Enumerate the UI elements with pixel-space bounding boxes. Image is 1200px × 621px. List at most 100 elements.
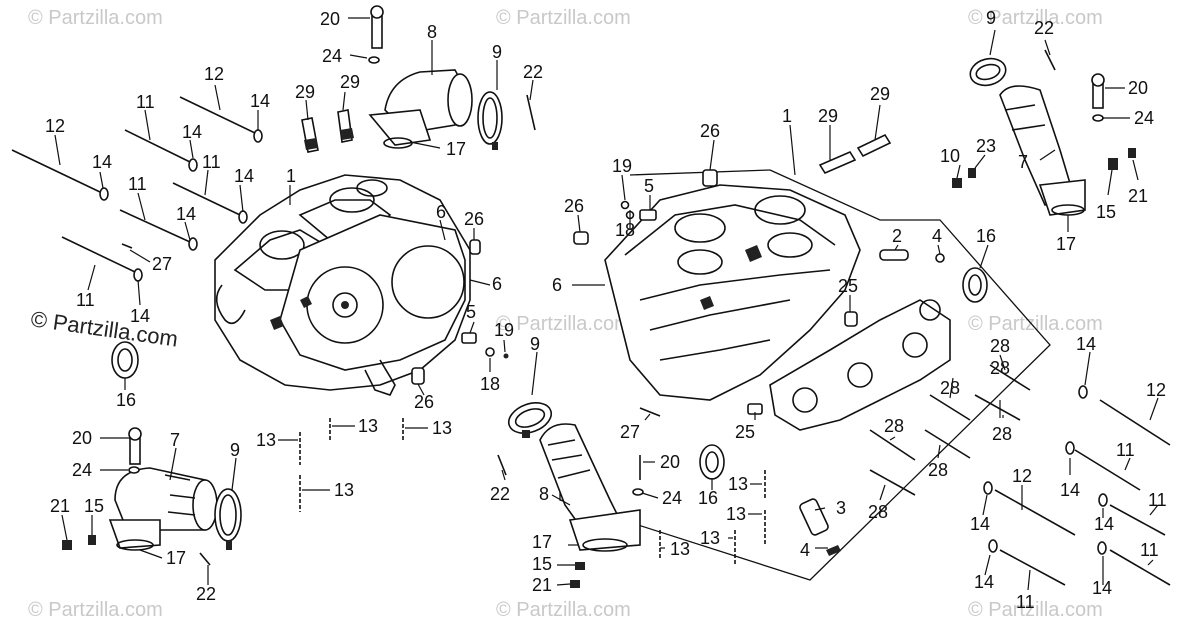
callout-28: 28 (940, 378, 960, 398)
watermark: © Partzilla.com (496, 599, 631, 621)
callout-labels: 20 24 8 9 22 29 29 17 12 14 11 14 12 11 … (45, 8, 1167, 612)
callout-22: 22 (490, 484, 510, 504)
callout-22: 22 (1034, 18, 1054, 38)
watermark: © Partzilla.com (968, 599, 1103, 621)
clamp-center (507, 402, 553, 438)
callout-20: 20 (1128, 78, 1148, 98)
watermark: © Partzilla.com (968, 313, 1103, 335)
callout-12: 12 (45, 116, 65, 136)
callout-24: 24 (72, 460, 92, 480)
callout-29: 29 (818, 106, 838, 126)
callout-25: 25 (838, 276, 858, 296)
right-cylinder-head (604, 184, 951, 431)
callout-11: 11 (1140, 540, 1159, 560)
studs (299, 418, 766, 565)
callout-14: 14 (1094, 514, 1114, 534)
callout-1: 1 (782, 106, 792, 126)
elbow-right (999, 85, 1086, 216)
callout-17: 17 (1056, 234, 1076, 254)
callout-29: 29 (870, 84, 890, 104)
callout-20: 20 (320, 9, 340, 29)
callout-13: 13 (334, 480, 354, 500)
callout-9: 9 (530, 334, 540, 354)
callout-13: 13 (432, 418, 452, 438)
callout-21: 21 (532, 575, 552, 595)
elbow-center (539, 423, 641, 552)
callout-27: 27 (620, 422, 640, 442)
callout-20: 20 (72, 428, 92, 448)
callout-12: 12 (1146, 380, 1166, 400)
callout-1: 1 (286, 166, 296, 186)
callout-16: 16 (116, 390, 136, 410)
callout-28: 28 (868, 502, 888, 522)
callout-14: 14 (234, 166, 254, 186)
leader-lines (54, 17, 1159, 591)
watermark-layer: © Partzilla.com © Partzilla.com © Partzi… (28, 7, 1103, 621)
callout-18: 18 (615, 220, 635, 240)
callout-19: 19 (494, 320, 514, 340)
callout-5: 5 (644, 176, 654, 196)
callout-11: 11 (76, 290, 95, 310)
callout-17: 17 (532, 532, 552, 552)
left-cylinder-head (214, 174, 471, 396)
callout-24: 24 (322, 46, 342, 66)
callout-13: 13 (358, 416, 378, 436)
callout-14: 14 (250, 91, 270, 111)
callout-2: 2 (892, 226, 902, 246)
elbow-upper-left (368, 69, 473, 149)
callout-7: 7 (1018, 152, 1028, 172)
callout-21: 21 (50, 496, 70, 516)
small-parts (62, 5, 1136, 588)
callout-3: 3 (836, 498, 846, 518)
callout-26: 26 (564, 196, 584, 216)
callout-14: 14 (970, 514, 990, 534)
callout-11: 11 (1148, 490, 1167, 510)
callout-14: 14 (182, 122, 202, 142)
short-bolts (869, 364, 1031, 496)
callout-8: 8 (539, 484, 549, 504)
callout-15: 15 (1096, 202, 1116, 222)
watermark: © Partzilla.com (968, 7, 1103, 29)
oil-seals (111, 267, 988, 480)
callout-7: 7 (170, 430, 180, 450)
callout-28: 28 (928, 460, 948, 480)
callout-9: 9 (230, 440, 240, 460)
callout-5: 5 (466, 302, 476, 322)
callout-28: 28 (990, 336, 1010, 356)
callout-10: 10 (940, 146, 960, 166)
callout-11: 11 (1116, 440, 1135, 460)
callout-28: 28 (990, 358, 1010, 378)
callout-18: 18 (480, 374, 500, 394)
callout-11: 11 (202, 152, 221, 172)
callout-4: 4 (800, 540, 810, 560)
callout-22: 22 (523, 62, 543, 82)
sensors (301, 109, 892, 175)
callout-11: 11 (136, 92, 155, 112)
watermark-prominent: © Partzilla.com (29, 306, 179, 351)
callout-12: 12 (204, 64, 224, 84)
callout-17: 17 (166, 548, 186, 568)
callout-22: 22 (196, 584, 216, 604)
watermark: © Partzilla.com (28, 599, 163, 621)
callout-13: 13 (700, 528, 720, 548)
watermark: © Partzilla.com (496, 7, 631, 29)
callout-9: 9 (492, 42, 502, 62)
callout-13: 13 (256, 430, 276, 450)
head-bolts (11, 96, 1171, 586)
callout-21: 21 (1128, 186, 1148, 206)
callout-24: 24 (1134, 108, 1154, 128)
callout-27: 27 (152, 254, 172, 274)
callout-20: 20 (660, 452, 680, 472)
callout-9: 9 (986, 8, 996, 28)
callout-16: 16 (698, 488, 718, 508)
callout-12: 12 (1012, 466, 1032, 486)
callout-28: 28 (992, 424, 1012, 444)
callout-28: 28 (884, 416, 904, 436)
callout-26: 26 (700, 121, 720, 141)
callout-8: 8 (427, 22, 437, 42)
elbow-lower-left (108, 467, 218, 551)
callout-29: 29 (340, 72, 360, 92)
callout-13: 13 (728, 474, 748, 494)
callout-26: 26 (464, 209, 484, 229)
